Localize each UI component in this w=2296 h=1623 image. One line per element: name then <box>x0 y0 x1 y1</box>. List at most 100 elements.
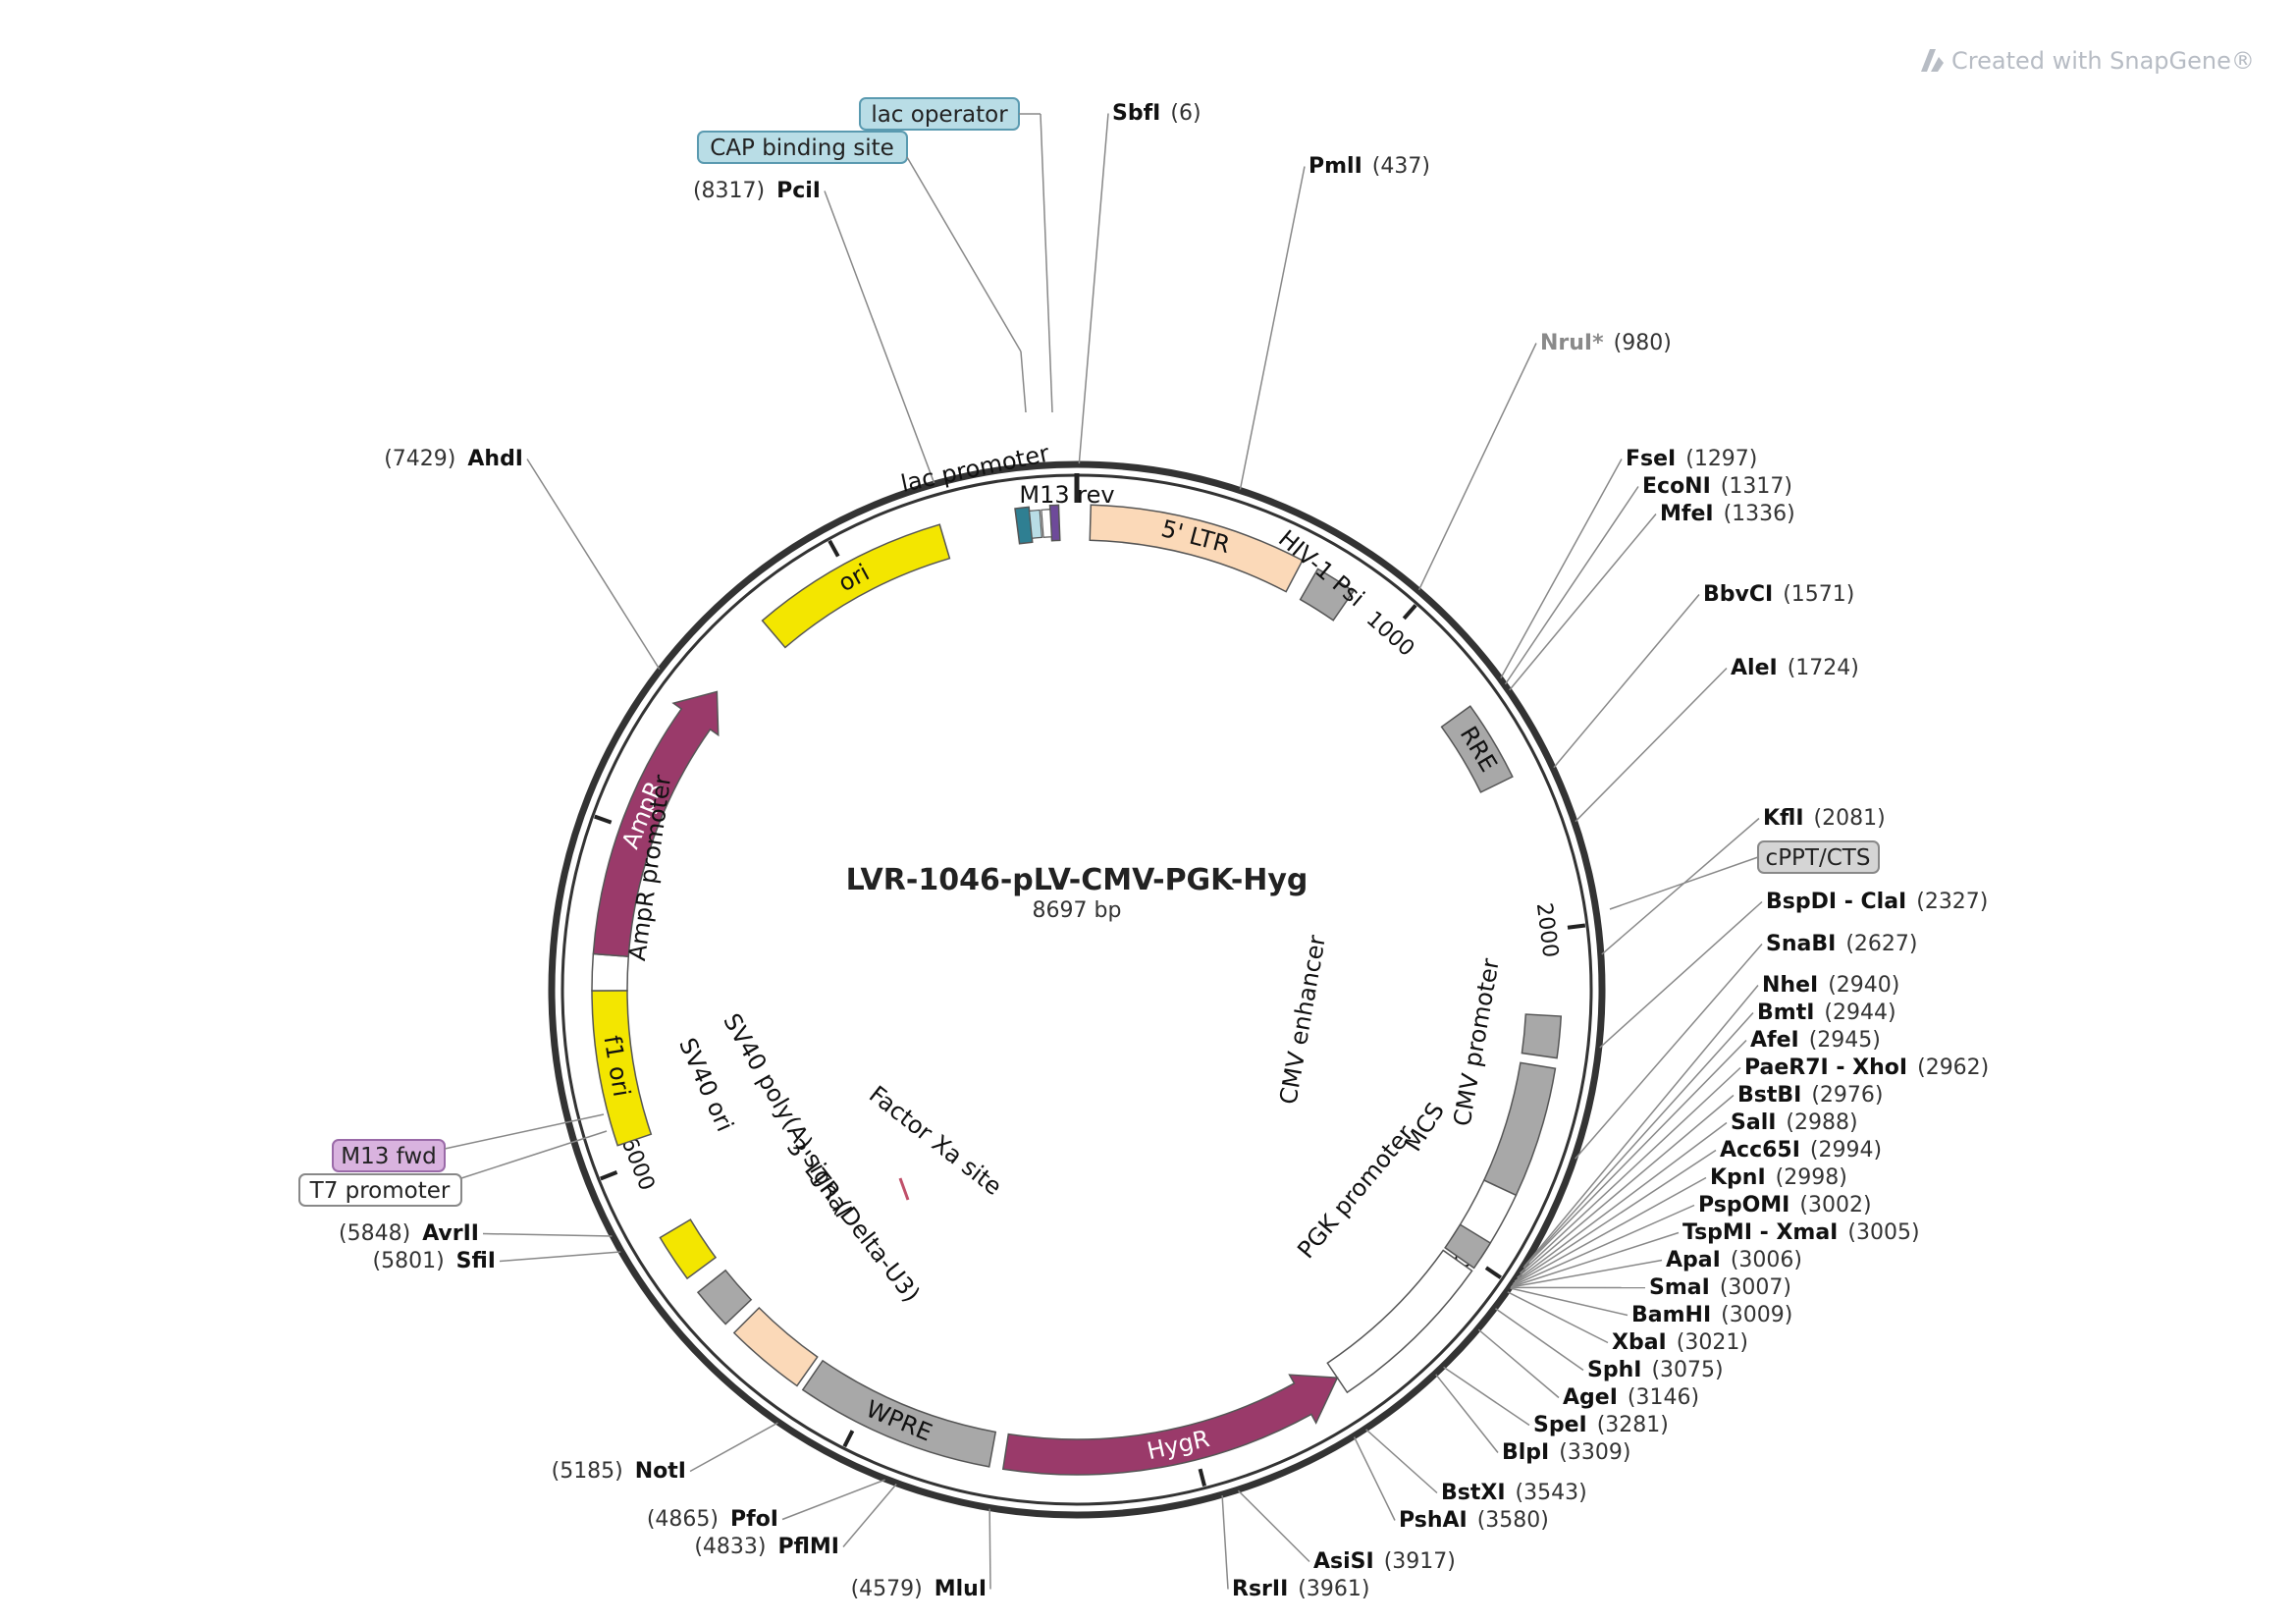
leader-kfli <box>1601 817 1760 955</box>
site-name: PshAI <box>1399 1508 1468 1533</box>
site-avrii: (5848)AvrII <box>339 1221 479 1246</box>
badge-lac-operator-text: lac operator <box>871 102 1008 128</box>
leader-blpi <box>1435 1374 1499 1453</box>
leader-alei <box>1575 667 1728 823</box>
site-ahdi: (7429)AhdI <box>384 447 523 471</box>
site-nrui: NruI* (980) <box>1540 331 1672 355</box>
site-pos: (3146) <box>1628 1385 1699 1410</box>
site-name: SbfI <box>1112 101 1160 126</box>
svg-text:MfeI(1336): MfeI (1336) <box>1660 502 1795 526</box>
site-pos: (4579) <box>851 1577 923 1601</box>
site-pflmi: (4833)PflMI <box>694 1535 839 1559</box>
site-pos: (2945) <box>1809 1028 1881 1053</box>
tick-mark-7000 <box>594 814 613 825</box>
site-pos: (1724) <box>1788 656 1859 680</box>
site-name: AsiSI <box>1313 1549 1374 1574</box>
site-pos: (5848) <box>339 1221 410 1246</box>
leader-sali <box>1514 1121 1728 1282</box>
site-name: BbvCI <box>1703 582 1773 607</box>
svg-text:BamHI(3009): BamHI(3009) <box>1631 1303 1792 1327</box>
site-pos: (3009) <box>1721 1303 1792 1327</box>
leader-sbfi <box>1078 113 1109 464</box>
leader-bmti <box>1522 1011 1754 1269</box>
leader-mlui <box>988 1508 991 1590</box>
feature-lac-promoter <box>1014 506 1034 545</box>
site-name: MfeI <box>1660 502 1714 526</box>
badge-cap-binding-site-text: CAP binding site <box>710 135 894 161</box>
site-name: PmlI <box>1308 154 1362 179</box>
svg-text:(4579)MluI: (4579) MluI <box>851 1577 987 1601</box>
plasmid-name: LVR-1046-pLV-CMV-PGK-Hyg <box>846 863 1308 897</box>
svg-text:(4833)PflMI: (4833)PflMI <box>694 1535 839 1559</box>
leader-pshai <box>1353 1436 1396 1521</box>
site-name: NotI <box>635 1459 686 1484</box>
site-pos: (437) <box>1372 154 1430 179</box>
site-name: BstBI <box>1737 1083 1801 1108</box>
site-pos: (2627) <box>1845 932 1917 956</box>
site-pos: (4865) <box>647 1507 719 1532</box>
site-kfli: KflI(2081) <box>1763 806 1886 831</box>
badge-cppt-cts: cPPT/CTS <box>1609 840 1880 910</box>
leader-acc65i <box>1513 1149 1717 1284</box>
site-pos: (1297) <box>1685 447 1757 471</box>
site-pos: (1571) <box>1783 582 1854 607</box>
site-pcii: (8317)PciI <box>693 179 821 203</box>
site-econi: EcoNI(1317) <box>1642 474 1792 499</box>
tick-mark-6000 <box>600 1169 618 1181</box>
site-name: XbaI <box>1612 1330 1667 1355</box>
tick-mark-4000 <box>1198 1468 1206 1488</box>
svg-text:SalI(2988): SalI(2988) <box>1731 1110 1858 1135</box>
site-spei: SpeI(3281) <box>1533 1413 1669 1437</box>
svg-text:BbvCI(1571): BbvCI (1571) <box>1703 582 1854 607</box>
site-name: AleI <box>1731 656 1778 680</box>
leader-agei <box>1477 1328 1560 1399</box>
svg-text:SpeI(3281): SpeI(3281) <box>1533 1413 1669 1437</box>
feature-pgk-promoter <box>1326 1249 1473 1394</box>
site-bstbi: BstBI(2976) <box>1737 1083 1884 1108</box>
site-bspdi-clai: BspDI - ClaI(2327) <box>1766 890 1988 914</box>
svg-text:SphI(3075): SphI(3075) <box>1587 1358 1724 1382</box>
site-afei: AfeI(2945) <box>1750 1028 1881 1053</box>
leader-asisi <box>1237 1489 1310 1563</box>
badge-t7-promoter-text: T7 promoter <box>309 1178 451 1204</box>
svg-text:BstBI(2976): BstBI(2976) <box>1737 1083 1884 1108</box>
svg-text:PshAI(3580): PshAI(3580) <box>1399 1508 1549 1533</box>
leader-spei <box>1443 1366 1530 1427</box>
site-fsei: FseI (1297) <box>1626 447 1757 471</box>
snapgene-watermark: Created with SnapGene® <box>1921 47 2255 75</box>
site-alei: AleI (1724) <box>1731 656 1859 680</box>
leader-afei <box>1522 1039 1747 1269</box>
backbone-ring-outer <box>548 460 1606 1519</box>
site-name: EcoNI <box>1642 474 1711 499</box>
leader-bamhi <box>1510 1287 1629 1317</box>
leader-nrui <box>1417 343 1537 591</box>
badge-t7-promoter: T7 promoter <box>298 1130 608 1207</box>
site-name: BspDI - ClaI <box>1766 890 1906 914</box>
site-leader-lines <box>482 113 1763 1590</box>
site-name: FseI <box>1626 447 1676 471</box>
leader-pflmi <box>842 1484 897 1547</box>
svg-text:SbfI(6): SbfI(6) <box>1112 101 1201 126</box>
feature-cmv-enhancer <box>1482 1061 1557 1197</box>
site-pos: (980) <box>1614 331 1672 355</box>
site-pos: (3309) <box>1559 1440 1630 1465</box>
site-name: PaeR7I - XhoI <box>1744 1055 1907 1080</box>
tick-mark-5000 <box>842 1430 855 1448</box>
svg-text:AfeI(2945): AfeI(2945) <box>1750 1028 1881 1053</box>
svg-text:BstXI(3543): BstXI(3543) <box>1441 1481 1587 1505</box>
feature-sv40-ori <box>659 1218 718 1280</box>
badge-cap-binding-site: CAP binding site <box>697 131 1027 413</box>
leader-bspdi-clai <box>1599 900 1763 1049</box>
site-name: NruI* <box>1540 331 1604 355</box>
site-noti: (5185)NotI <box>552 1459 686 1484</box>
site-name: RsrII <box>1232 1577 1288 1601</box>
svg-text:AsiSI(3917): AsiSI (3917) <box>1313 1549 1456 1574</box>
site-name: KpnI <box>1710 1165 1766 1190</box>
site-name: KflI <box>1763 806 1804 831</box>
site-name: MluI <box>934 1577 987 1601</box>
feature-cppt-cts <box>1521 1013 1563 1059</box>
site-pos: (3543) <box>1516 1481 1587 1505</box>
site-pos: (1336) <box>1724 502 1795 526</box>
leader-bstbi <box>1517 1094 1735 1278</box>
site-pos: (3917) <box>1384 1549 1456 1574</box>
